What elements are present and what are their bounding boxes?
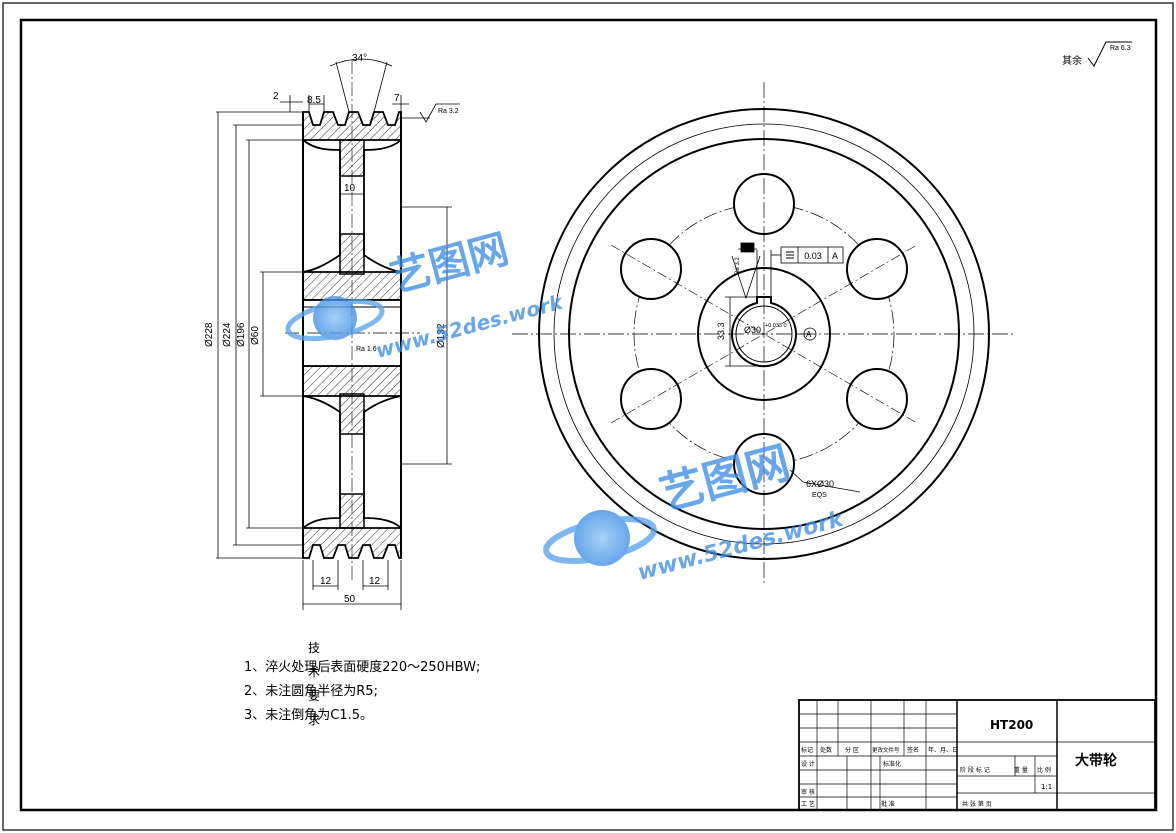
approve-label: 批 准	[881, 800, 895, 808]
tolerance-value: 0.03	[804, 251, 822, 261]
title-block-text: HT200 大带轮 1:1 标记 处数 分 区 更改文件号 签名 年、月、日 设…	[801, 718, 1117, 808]
tolerance-datum: A	[832, 251, 838, 261]
datum-label: A	[806, 330, 812, 339]
svg-text:Ra 6.3: Ra 6.3	[1110, 45, 1131, 52]
dim-12b: 12	[369, 576, 381, 587]
material: HT200	[990, 718, 1033, 732]
rev-header: 更改文件号	[872, 746, 900, 754]
rev-header: 分 区	[845, 746, 859, 754]
tech-requirement-item: 1、淬火处理后表面硬度220～250HBW;	[244, 660, 481, 675]
design-label: 设 计	[801, 760, 815, 768]
watermark-brand: 艺图网	[386, 226, 514, 301]
stage-label: 阶 段 标 记	[960, 766, 990, 774]
front-view: 8 0.03 A 33.3 Ø30 +0.033 0 A 6XØ30 EQS R…	[512, 82, 1016, 586]
holes-spec: 6XØ30	[806, 479, 834, 489]
bore-dia: Ø30	[744, 325, 761, 335]
watermark-brand: 艺图网	[655, 437, 796, 520]
dim-8-5: 8.5	[307, 95, 321, 106]
rev-header: 年、月、日	[928, 746, 958, 754]
ra-top-label: Ra 3.2	[438, 108, 459, 115]
dim-dia228: Ø228	[204, 322, 215, 347]
rev-header: 标记	[801, 746, 813, 754]
hole	[620, 368, 682, 430]
key-width: 8	[741, 242, 746, 252]
check-label: 审 核	[801, 788, 815, 796]
dim-50: 50	[344, 594, 356, 605]
dim-dia196: Ø196	[236, 322, 247, 347]
dim-7: 7	[394, 93, 400, 104]
watermark-2: 艺图网 www.52des.work	[543, 437, 847, 586]
roughness-note: 其余 Ra 6.3	[1062, 41, 1132, 67]
bore-tol: +0.033 0	[765, 323, 787, 329]
hole	[846, 238, 908, 300]
dim-dia224: Ø224	[222, 322, 233, 347]
scale-label: 比 例	[1037, 766, 1051, 774]
rev-header: 签名	[907, 746, 919, 754]
dim-dia60: Ø60	[250, 326, 261, 345]
inner-frame	[19, 18, 1158, 812]
title-block	[798, 699, 1156, 811]
scale-value: 1:1	[1041, 783, 1052, 791]
part-name: 大带轮	[1075, 752, 1117, 769]
ra-bore-label: Ra 1.6	[356, 346, 377, 353]
hole	[846, 368, 908, 430]
standard-label: 标准化	[883, 760, 901, 768]
rev-header: 处数	[820, 746, 832, 754]
ra-key-label: Ra 3.2	[735, 257, 741, 275]
tech-requirement-item: 2、未注圆角半径为R5;	[244, 684, 378, 699]
tech-requirement-item: 3、未注倒角为C1.5。	[244, 708, 374, 723]
svg-text:其余: 其余	[1062, 54, 1082, 67]
dim-dia132: Ø132	[436, 323, 447, 348]
dim-2: 2	[273, 91, 279, 102]
sheet-label: 共 张 第 页	[962, 800, 992, 808]
process-label: 工 艺	[801, 800, 815, 808]
dim-angle: 34°	[352, 53, 367, 64]
keyway-depth: 33.3	[716, 322, 726, 340]
weight-label: 重 量	[1014, 766, 1028, 774]
dim-10: 10	[344, 183, 356, 194]
holes-eqs: EQS	[812, 492, 827, 499]
dim-12a: 12	[320, 576, 332, 587]
hole	[620, 238, 682, 300]
tech-requirements-title: 技 术 要 求	[308, 641, 329, 727]
